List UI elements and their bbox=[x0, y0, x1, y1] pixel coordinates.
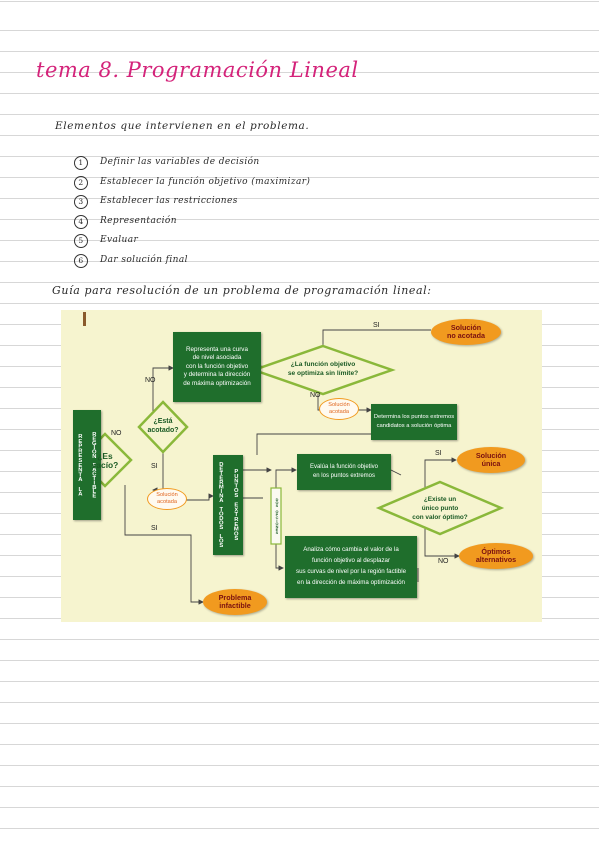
intro-text: Elementos que intervienen en el problema… bbox=[55, 120, 310, 132]
solucion-acotada-oval-1: Solución acotada bbox=[319, 398, 359, 420]
dos-opciones-box bbox=[270, 487, 282, 545]
solucion-acotada-oval-2: Solución acotada bbox=[147, 488, 187, 510]
region-factible-text: REGIÓN FACTIBLE bbox=[91, 431, 98, 498]
determina-todos-text: DETERMINA TODOS LOS bbox=[218, 462, 225, 548]
step-number: 4 bbox=[74, 214, 88, 229]
step-text: Dar solución final bbox=[100, 254, 188, 265]
flowchart-diagram: REPRESENTA LA REGIÓN FACTIBLE ¿Es vacío?… bbox=[61, 310, 542, 622]
representa-region-text: REPRESENTA LA bbox=[77, 433, 84, 497]
list-item: 3 Establecer las restricciones bbox=[74, 192, 310, 212]
no-label: NO bbox=[438, 558, 449, 565]
problema-infactible-oval: Problema infactible bbox=[203, 589, 267, 615]
list-item: 6 Dar solución final bbox=[74, 251, 310, 271]
esta-acotado-decision bbox=[137, 400, 189, 454]
step-number: 6 bbox=[74, 253, 88, 268]
puntos-extremos-text: PUNTOS EXTREMOS bbox=[233, 468, 240, 541]
puntos-extremos-candidatos-box: Determina los puntos extremos candidatos… bbox=[371, 404, 457, 440]
dos-opciones-text: DOS OPCIONES bbox=[274, 498, 279, 534]
optimiza-sin-limite-decision bbox=[250, 344, 396, 396]
solucion-no-acotada-oval: Solución no acotada bbox=[431, 319, 501, 345]
puntos-extremos-label: PUNTOS EXTREMOS bbox=[232, 455, 240, 555]
guide-heading: Guía para resolución de un problema de p… bbox=[52, 284, 432, 297]
step-text: Establecer las restricciones bbox=[100, 196, 238, 206]
list-item: 4 Representación bbox=[74, 212, 310, 232]
determina-todos-label: DETERMINA TODOS LOS bbox=[217, 455, 225, 555]
evalua-funcion-box: Evalúa la función objetivo en los puntos… bbox=[297, 454, 391, 490]
esta-acotado-label: ¿Está acotado? bbox=[147, 418, 179, 434]
dos-opciones-label: DOS OPCIONES bbox=[271, 488, 281, 544]
si-label: SI bbox=[151, 525, 158, 532]
analiza-cambio-box: Analiza cómo cambia el valor de la funci… bbox=[285, 536, 417, 598]
representa-region-box: REPRESENTA LA REGIÓN FACTIBLE bbox=[73, 410, 101, 520]
list-item: 2 Establecer la función objetivo (maximiz… bbox=[74, 173, 310, 193]
list-item: 5 Evaluar bbox=[74, 231, 310, 251]
existe-unico-decision bbox=[375, 480, 505, 536]
optimos-alternativos-oval: Óptimos alternativos bbox=[459, 543, 533, 569]
solucion-unica-oval: Solución única bbox=[457, 447, 525, 473]
step-text: Definir las variables de decisión bbox=[100, 157, 260, 167]
representa-region-label: REPRESENTA LA bbox=[76, 410, 84, 520]
step-number: 1 bbox=[74, 156, 88, 170]
si-label: SI bbox=[373, 322, 380, 329]
page-title: tema 8. Programación Lineal bbox=[36, 58, 359, 82]
no-label: NO bbox=[310, 392, 321, 399]
determina-puntos-box: DETERMINA TODOS LOS PUNTOS EXTREMOS bbox=[213, 455, 243, 555]
existe-unico-label: ¿Existe un único punto con valor óptimo? bbox=[412, 495, 468, 521]
es-vacio-label: ¿Es vacío? bbox=[91, 450, 119, 470]
no-label: NO bbox=[145, 377, 156, 384]
step-number: 5 bbox=[74, 234, 88, 248]
si-label: SI bbox=[435, 450, 442, 457]
image-corner-mark bbox=[83, 312, 86, 326]
region-factible-label: REGIÓN FACTIBLE bbox=[90, 410, 98, 520]
curva-nivel-box: Representa una curva de nivel asociada c… bbox=[173, 332, 261, 402]
step-text: Establecer la función objetivo (maximiza… bbox=[100, 176, 311, 187]
si-label: SI bbox=[151, 463, 158, 470]
optimiza-sin-limite-label: ¿La función objetivo se optimiza sin lím… bbox=[287, 361, 359, 377]
step-text: Evaluar bbox=[100, 235, 139, 245]
step-text: Representación bbox=[100, 215, 177, 226]
no-label: NO bbox=[111, 430, 122, 437]
list-item: 1 Definir las variables de decisión bbox=[74, 153, 310, 173]
step-number: 2 bbox=[74, 175, 88, 190]
step-number: 3 bbox=[74, 195, 88, 209]
